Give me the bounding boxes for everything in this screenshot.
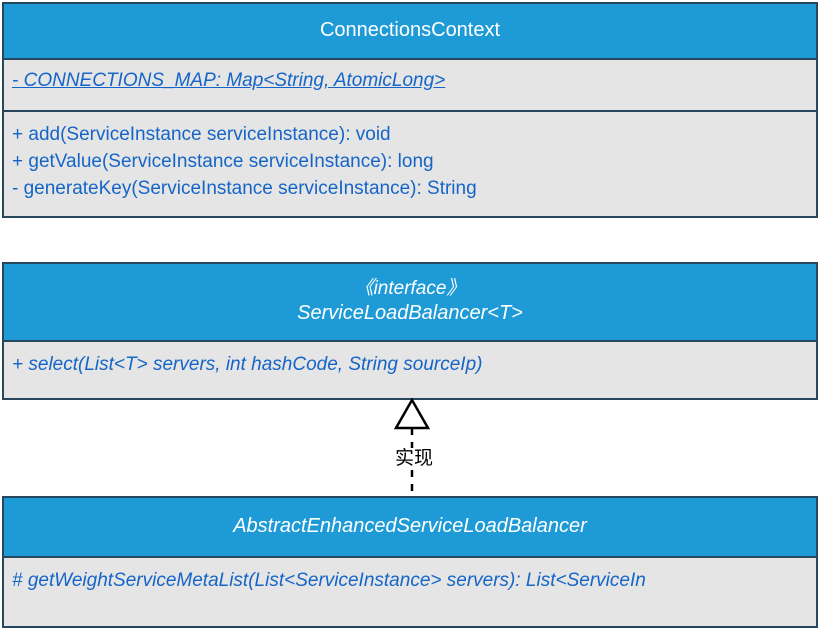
stereotype-label: 《interface》	[354, 278, 466, 300]
class-header-abstract-enhanced: AbstractEnhancedServiceLoadBalancer	[4, 498, 816, 558]
attributes-compartment-connections-context: - CONNECTIONS_MAP: Map<String, AtomicLon…	[4, 60, 816, 110]
operations-compartment-service-load-balancer: + select(List<T> servers, int hashCode, …	[4, 342, 816, 398]
operation-row: + select(List<T> servers, int hashCode, …	[12, 354, 483, 375]
attribute-row: - CONNECTIONS_MAP: Map<String, AtomicLon…	[12, 70, 446, 91]
uml-class-abstract-enhanced-service-load-balancer[interactable]: AbstractEnhancedServiceLoadBalancer # ge…	[2, 496, 818, 628]
class-header-connections-context: ConnectionsContext	[4, 4, 816, 60]
operations-compartment-abstract-enhanced: # getWeightServiceMetaList(List<ServiceI…	[4, 558, 816, 626]
uml-interface-service-load-balancer[interactable]: 《interface》 ServiceLoadBalancer<T> + sel…	[2, 262, 818, 400]
class-name-service-load-balancer: ServiceLoadBalancer<T>	[297, 302, 523, 325]
class-name-abstract-enhanced: AbstractEnhancedServiceLoadBalancer	[233, 515, 587, 538]
realization-label: 实现	[386, 448, 442, 469]
hollow-triangle-arrowhead	[393, 397, 431, 430]
operation-row: + add(ServiceInstance serviceInstance): …	[12, 124, 391, 145]
class-header-service-load-balancer: 《interface》 ServiceLoadBalancer<T>	[4, 264, 816, 342]
operation-row: + getValue(ServiceInstance serviceInstan…	[12, 150, 434, 172]
operations-compartment-connections-context: + add(ServiceInstance serviceInstance): …	[4, 110, 816, 214]
class-name-connections-context: ConnectionsContext	[319, 19, 501, 42]
operation-row: - generateKey(ServiceInstance serviceIns…	[12, 177, 477, 199]
operation-row: # getWeightServiceMetaList(List<ServiceI…	[12, 570, 646, 591]
uml-class-connections-context[interactable]: ConnectionsContext - CONNECTIONS_MAP: Ma…	[2, 2, 818, 218]
